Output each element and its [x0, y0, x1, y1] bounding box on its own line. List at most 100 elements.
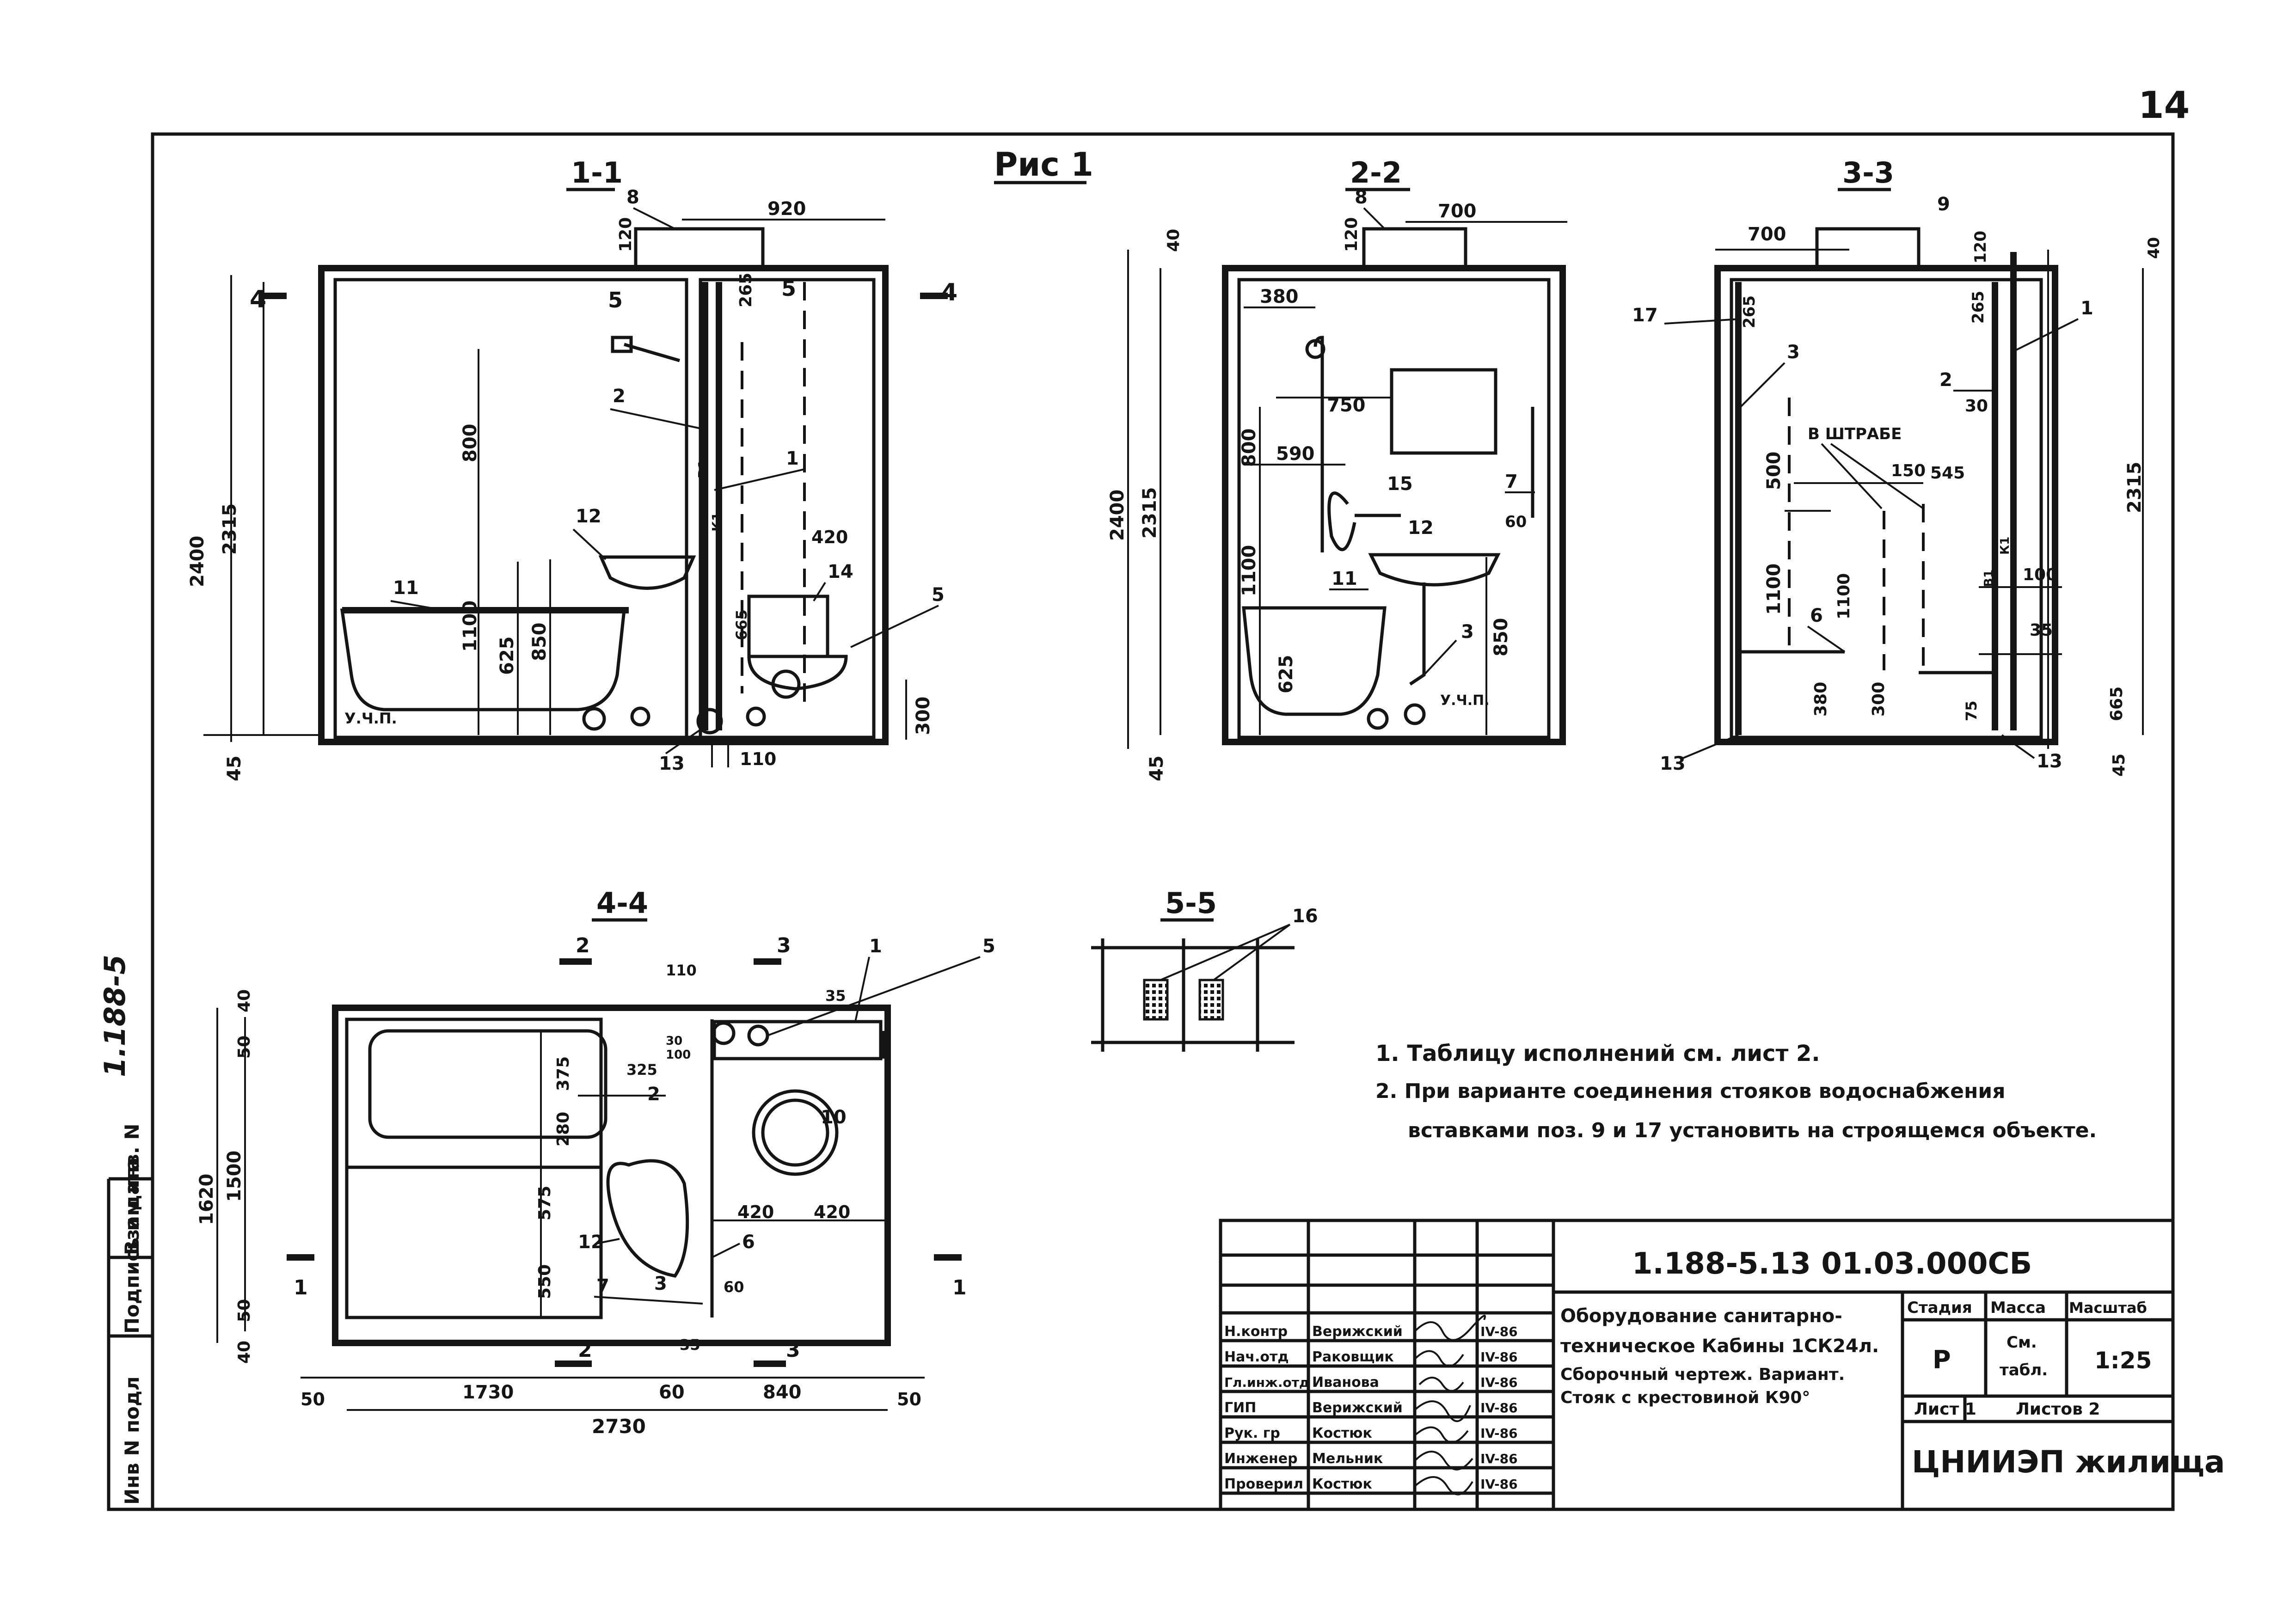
chase-label: В ШТРАБЕ: [1808, 425, 1902, 443]
callout: 2: [647, 1084, 660, 1105]
shower-hose: [1327, 491, 1356, 552]
dim: 100: [666, 1048, 691, 1062]
dim: 30: [1965, 397, 1988, 416]
dim: 590: [1276, 443, 1315, 465]
riser-label: К1: [1998, 537, 2012, 555]
sig-date: IV-86: [1480, 1375, 1518, 1390]
section-1-1: 1-1: [187, 156, 957, 781]
sig-role: Проверил: [1224, 1476, 1303, 1492]
dim: 2315: [1139, 487, 1160, 539]
cut-mark: 3: [777, 934, 791, 957]
bathtub: [340, 608, 626, 711]
stamp-replace-inv: Взам инв. N: [121, 1124, 143, 1255]
dim: 265: [1740, 295, 1759, 328]
callout: 2: [1939, 369, 1952, 391]
dim: 120: [1971, 231, 1990, 264]
floor-level-label: У.Ч.П.: [1440, 692, 1490, 709]
dim: 325: [626, 1061, 657, 1079]
fan-unit: [1815, 227, 1921, 270]
dim: 35: [680, 1336, 700, 1354]
callout: 8: [1355, 187, 1368, 208]
sig-name: Верижский: [1312, 1400, 1403, 1416]
cut-mark: 1: [294, 1276, 308, 1299]
callout: 3: [1787, 342, 1800, 363]
dim: 850: [1491, 618, 1512, 657]
section-2-2: 2-2 700 40 120 380 750 590 800 2400 231: [1107, 156, 1567, 781]
dim: 375: [554, 1056, 573, 1091]
dim: 2315: [2124, 462, 2145, 513]
dim: 40: [2145, 237, 2163, 259]
notes: 1. Таблицу исполнений см. лист 2. 2. При…: [1375, 1041, 2097, 1142]
cut-5-left: 5: [608, 288, 623, 313]
wc-cistern: [747, 594, 829, 658]
callout: 16: [1292, 906, 1318, 927]
dim: 850: [529, 623, 550, 662]
callout: 1: [786, 448, 799, 469]
dim: 625: [497, 637, 518, 675]
sig-name: Мельник: [1312, 1451, 1383, 1467]
stamp-sign-date: Подпись и дата: [121, 1158, 143, 1334]
mass-value-1: См.: [2007, 1333, 2037, 1352]
callout: 3: [1461, 621, 1474, 643]
note-2-cont: вставками поз. 9 и 17 установить на стро…: [1408, 1119, 2097, 1142]
dim: 60: [1505, 513, 1527, 531]
figure-title: Рис 1: [994, 146, 1093, 184]
floor-level-label: У.Ч.П.: [344, 710, 397, 727]
dim: 45: [2110, 754, 2129, 777]
cabin-outline: [1714, 265, 2058, 745]
signature-rows: Н.контр Верижский IV-86 Нач.отд Раковщик…: [1224, 1324, 1518, 1492]
riser-label: В1: [1982, 570, 1996, 587]
sig-role: Рук. гр: [1224, 1425, 1280, 1441]
handwritten-signatures: [1414, 1315, 1486, 1495]
doc-desc-3: Сборочный чертеж. Вариант.: [1560, 1365, 1845, 1384]
dim: 840: [763, 1382, 802, 1403]
section-3-3: 3-3 700 120 40 265 265 30 500 1100 150 5…: [1632, 156, 2163, 777]
dim: 265: [1969, 291, 1988, 324]
callout: 7: [596, 1275, 609, 1297]
cut-4-left: 4: [250, 286, 266, 313]
callout: 7: [1505, 471, 1518, 492]
dim: 420: [811, 527, 848, 547]
cut-5-right: 5: [781, 276, 796, 301]
sig-name: Верижский: [1312, 1324, 1403, 1340]
dim: 750: [1327, 395, 1366, 416]
dim: 50: [235, 1036, 254, 1059]
callout: 14: [828, 561, 853, 582]
wc-plan: [752, 1089, 839, 1176]
dim: 40: [235, 989, 254, 1012]
sheet-border: [151, 132, 2175, 1511]
washbasin-plan: [606, 1159, 689, 1278]
callout: 13: [2037, 751, 2062, 772]
dim: 2400: [187, 536, 208, 587]
sig-name: Костюк: [1312, 1476, 1372, 1492]
sig-date: IV-86: [1480, 1477, 1518, 1492]
dim: 265: [736, 273, 755, 307]
doc-code: 1.188-5.13 01.03.000СБ: [1632, 1247, 2032, 1281]
vent-grille-left: [1143, 979, 1169, 1021]
dim: 700: [1748, 224, 1786, 245]
col-scale: Масштаб: [2069, 1299, 2147, 1317]
section-title: 5-5: [1165, 886, 1217, 920]
dim: 60: [659, 1382, 685, 1403]
dim: 50: [897, 1389, 921, 1410]
wc-bowl: [747, 655, 848, 691]
doc-desc-2: техническое Кабины 1СК24л.: [1560, 1336, 1879, 1357]
callout: 13: [659, 753, 685, 774]
dim: 1500: [224, 1151, 245, 1202]
dim: 1100: [1763, 564, 1785, 615]
dim: 2400: [1107, 490, 1128, 541]
sheet-value: Лист 1: [1914, 1400, 1976, 1419]
callout: 15: [1387, 473, 1413, 495]
callout: 1: [2080, 298, 2093, 319]
stage-value: Р: [1933, 1345, 1951, 1374]
col-stage: Стадия: [1907, 1299, 1972, 1317]
callout: 6: [742, 1232, 755, 1253]
dim: 575: [535, 1186, 554, 1220]
sig-date: IV-86: [1480, 1426, 1518, 1441]
dim: 420: [737, 1202, 774, 1222]
washbasin: [1368, 553, 1501, 587]
sig-date: IV-86: [1480, 1324, 1518, 1339]
callout: 3: [654, 1273, 667, 1294]
dim: 1730: [462, 1382, 514, 1403]
